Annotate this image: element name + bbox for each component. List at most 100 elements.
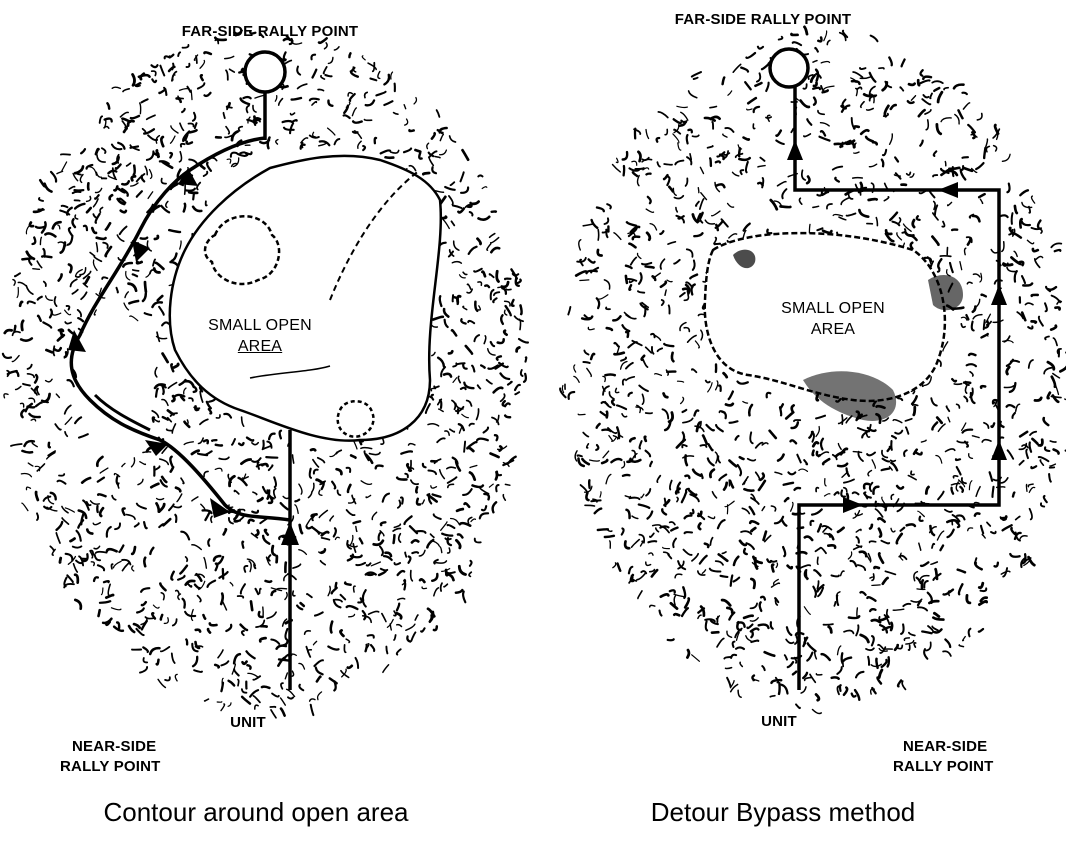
vegetation-mark — [609, 436, 613, 441]
vegetation-mark — [310, 99, 319, 101]
vegetation-mark — [638, 152, 640, 161]
vegetation-mark — [632, 540, 640, 548]
vegetation-mark — [938, 492, 944, 500]
vegetation-mark — [379, 532, 381, 540]
vegetation-mark — [140, 103, 141, 114]
vegetation-mark — [622, 529, 624, 535]
vegetation-mark — [931, 398, 937, 405]
vegetation-mark — [673, 539, 676, 548]
vegetation-mark — [703, 436, 707, 444]
vegetation-mark — [719, 386, 721, 391]
vegetation-mark — [722, 552, 726, 554]
vegetation-mark — [879, 670, 882, 678]
vegetation-mark — [947, 270, 951, 276]
vegetation-mark — [844, 479, 854, 482]
vegetation-mark — [272, 546, 274, 555]
vegetation-mark — [353, 544, 355, 552]
vegetation-mark — [923, 95, 928, 97]
vegetation-mark — [1022, 203, 1032, 208]
vegetation-mark — [1027, 240, 1033, 243]
vegetation-mark — [180, 241, 181, 249]
vegetation-mark — [1010, 554, 1019, 557]
vegetation-mark — [55, 348, 61, 351]
vegetation-mark — [895, 645, 898, 650]
vegetation-mark — [717, 639, 724, 647]
vegetation-mark — [710, 158, 711, 166]
vegetation-mark — [174, 506, 181, 507]
vegetation-mark — [415, 150, 420, 152]
vegetation-mark — [597, 298, 599, 308]
vegetation-mark — [816, 427, 819, 437]
vegetation-mark — [1050, 464, 1055, 466]
vegetation-mark — [705, 118, 715, 121]
vegetation-mark — [501, 374, 510, 380]
vegetation-mark — [760, 474, 763, 480]
vegetation-mark — [129, 626, 134, 632]
vegetation-mark — [991, 532, 996, 534]
vegetation-mark — [849, 616, 859, 618]
vegetation-mark — [452, 262, 461, 264]
vegetation-mark — [872, 460, 875, 468]
vegetation-mark — [154, 269, 159, 273]
vegetation-mark — [26, 226, 29, 234]
vegetation-mark — [169, 504, 174, 510]
vegetation-mark — [807, 177, 809, 184]
vegetation-mark — [461, 188, 468, 193]
vegetation-mark — [100, 116, 102, 123]
vegetation-mark — [906, 427, 909, 434]
vegetation-mark — [973, 307, 976, 312]
vegetation-mark — [190, 130, 197, 132]
vegetation-mark — [125, 292, 128, 298]
vegetation-mark — [141, 238, 148, 239]
vegetation-mark — [129, 301, 138, 303]
vegetation-mark — [284, 128, 294, 130]
vegetation-mark — [268, 555, 270, 560]
vegetation-mark — [1044, 496, 1047, 502]
vegetation-mark — [721, 576, 728, 577]
detour-diagram — [533, 0, 1066, 780]
vegetation-mark — [65, 417, 72, 424]
far-side-rally-point-marker — [245, 52, 285, 92]
vegetation-mark — [346, 639, 349, 642]
vegetation-mark — [588, 327, 594, 329]
vegetation-mark — [189, 192, 197, 193]
vegetation-mark — [1053, 374, 1060, 378]
vegetation-mark — [674, 260, 680, 264]
right-caption: Detour Bypass method — [593, 796, 973, 828]
vegetation-mark — [176, 590, 180, 594]
vegetation-mark — [678, 381, 684, 382]
vegetation-mark — [650, 570, 655, 572]
vegetation-mark — [574, 376, 579, 382]
vegetation-mark — [405, 552, 406, 556]
vegetation-mark — [201, 165, 205, 168]
vegetation-mark — [440, 128, 447, 132]
vegetation-mark — [747, 625, 752, 629]
vegetation-mark — [650, 462, 652, 466]
vegetation-mark — [912, 396, 917, 404]
vegetation-mark — [386, 647, 387, 654]
vegetation-mark — [352, 108, 356, 116]
vegetation-mark — [234, 669, 239, 675]
vegetation-mark — [512, 300, 514, 306]
vegetation-mark — [330, 452, 337, 457]
vegetation-mark — [238, 596, 244, 598]
vegetation-mark — [761, 597, 765, 600]
vegetation-mark — [215, 665, 219, 668]
vegetation-mark — [873, 142, 877, 144]
vegetation-mark — [948, 202, 952, 205]
vegetation-mark — [599, 295, 608, 299]
vegetation-mark — [926, 487, 928, 493]
vegetation-mark — [441, 583, 442, 591]
vegetation-mark — [155, 466, 159, 469]
vegetation-mark — [482, 187, 487, 189]
vegetation-mark — [932, 81, 943, 83]
vegetation-mark — [1040, 229, 1042, 233]
vegetation-mark — [584, 351, 588, 355]
vegetation-mark — [94, 199, 99, 207]
vegetation-mark — [1032, 321, 1036, 322]
vegetation-mark — [383, 665, 389, 673]
vegetation-mark — [853, 72, 862, 77]
vegetation-mark — [681, 397, 684, 403]
vegetation-mark — [75, 204, 84, 209]
vegetation-mark — [967, 595, 970, 603]
